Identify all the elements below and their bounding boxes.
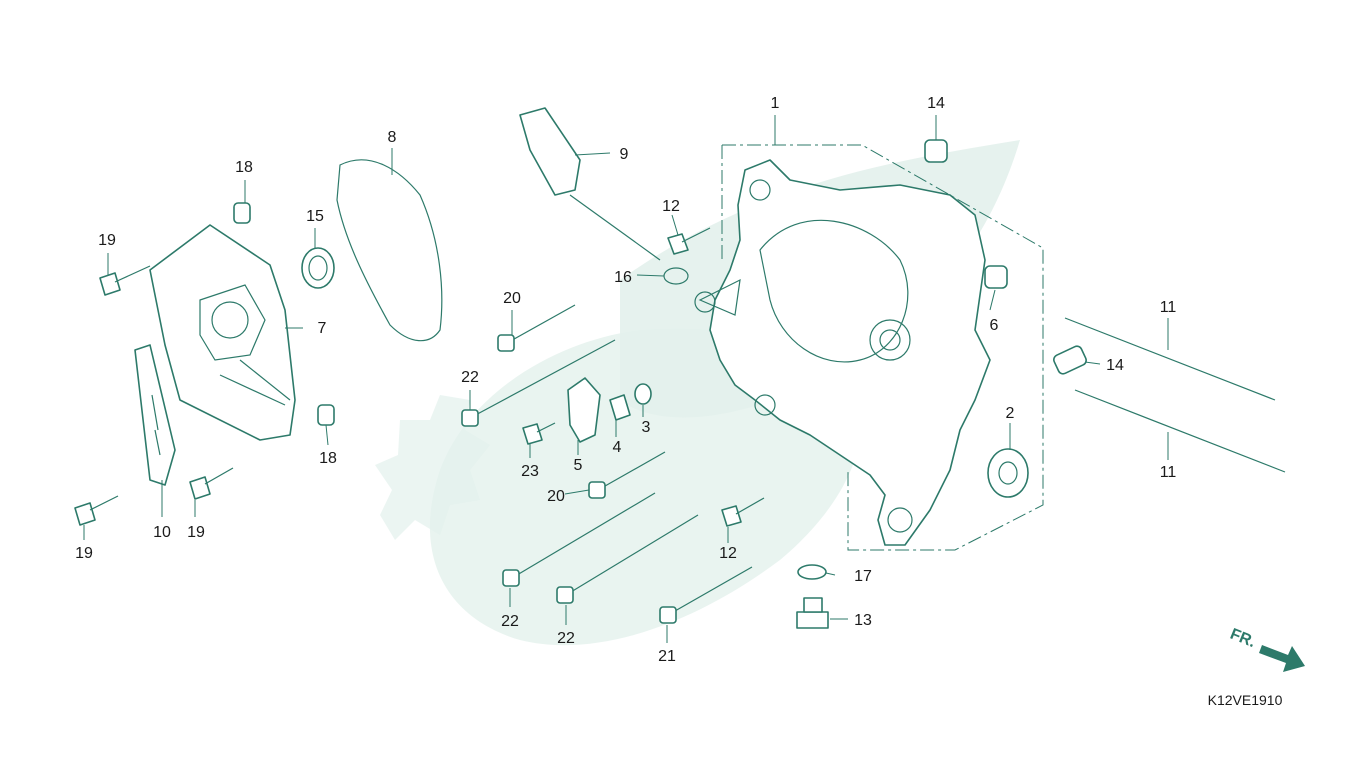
bolt-12-top bbox=[667, 227, 711, 255]
oil-seal-15 bbox=[301, 247, 335, 289]
callout-9: 9 bbox=[620, 146, 629, 163]
front-direction-arrow: FR. bbox=[1228, 626, 1305, 672]
group-outline bbox=[721, 144, 1044, 551]
callout-16: 16 bbox=[614, 269, 632, 286]
bolt-23 bbox=[522, 422, 556, 445]
callout-3: 3 bbox=[642, 419, 651, 436]
figure-code: K12VE1910 bbox=[1208, 692, 1283, 708]
dipstick-9 bbox=[519, 107, 661, 261]
callout-15: 15 bbox=[306, 208, 324, 225]
callout-11-b: 11 bbox=[1160, 464, 1177, 481]
bolt-19-c bbox=[189, 467, 234, 500]
callout-14-b: 14 bbox=[1106, 357, 1124, 374]
callout-8: 8 bbox=[388, 129, 397, 146]
bolt-21 bbox=[667, 566, 753, 616]
callout-22-c: 22 bbox=[557, 630, 575, 647]
stud-bolt-11-a bbox=[1064, 317, 1276, 401]
callout-17: 17 bbox=[854, 568, 872, 585]
bolt-20-a bbox=[506, 304, 576, 344]
bolt-heads bbox=[461, 334, 677, 624]
callout-19-a: 19 bbox=[98, 232, 116, 249]
callout-20-b: 20 bbox=[547, 488, 565, 505]
callout-23: 23 bbox=[521, 463, 539, 480]
washer-17 bbox=[797, 564, 827, 580]
callout-labels: 1 2 3 4 5 6 7 8 9 10 11 11 12 12 13 14 1… bbox=[75, 95, 1176, 665]
callout-11-a: 11 bbox=[1160, 299, 1177, 316]
dowel-pin-18-bottom bbox=[317, 404, 335, 426]
drain-bolt-13 bbox=[796, 597, 829, 629]
bolt-22-b bbox=[511, 492, 656, 579]
bolt-22-a bbox=[469, 339, 616, 419]
callout-13: 13 bbox=[854, 612, 872, 629]
o-ring-8 bbox=[336, 159, 443, 342]
callout-22-b: 22 bbox=[501, 613, 519, 630]
callout-5: 5 bbox=[574, 457, 583, 474]
callout-1: 1 bbox=[771, 95, 780, 112]
callout-12-b: 12 bbox=[719, 545, 737, 562]
callout-14-a: 14 bbox=[927, 95, 945, 112]
callout-10: 10 bbox=[153, 524, 171, 541]
callout-19-c: 19 bbox=[75, 545, 93, 562]
spring-4 bbox=[609, 394, 631, 421]
callout-12-a: 12 bbox=[662, 198, 680, 215]
callout-22-a: 22 bbox=[461, 369, 479, 386]
pin-3 bbox=[634, 383, 652, 405]
collar-14-right bbox=[1053, 345, 1087, 375]
stud-bolt-11-b bbox=[1074, 389, 1286, 473]
callout-20-a: 20 bbox=[503, 290, 521, 307]
crankcase-cover bbox=[694, 159, 991, 546]
callout-19-b: 19 bbox=[187, 524, 205, 541]
dowel-pin-18-top bbox=[233, 202, 251, 224]
callout-21: 21 bbox=[658, 648, 676, 665]
collar-6 bbox=[984, 265, 1008, 289]
transmission-cover bbox=[149, 224, 296, 441]
bolt-12-bottom bbox=[721, 497, 765, 527]
bolt-19-b bbox=[74, 495, 119, 526]
direction-label: FR. bbox=[1228, 626, 1258, 651]
collar-14-top bbox=[924, 139, 948, 163]
callout-18-a: 18 bbox=[235, 159, 253, 176]
callout-2: 2 bbox=[1006, 405, 1015, 422]
bracket-5 bbox=[567, 377, 601, 443]
leader-lines bbox=[83, 115, 1169, 643]
bolt-20-b bbox=[597, 451, 666, 491]
bearing-2 bbox=[987, 448, 1029, 498]
bolt-19-a bbox=[99, 265, 151, 296]
callout-6: 6 bbox=[990, 317, 999, 334]
callout-7: 7 bbox=[318, 320, 327, 337]
bolt-22-c bbox=[565, 514, 699, 596]
callout-4: 4 bbox=[613, 439, 622, 456]
callout-18-b: 18 bbox=[319, 450, 337, 467]
